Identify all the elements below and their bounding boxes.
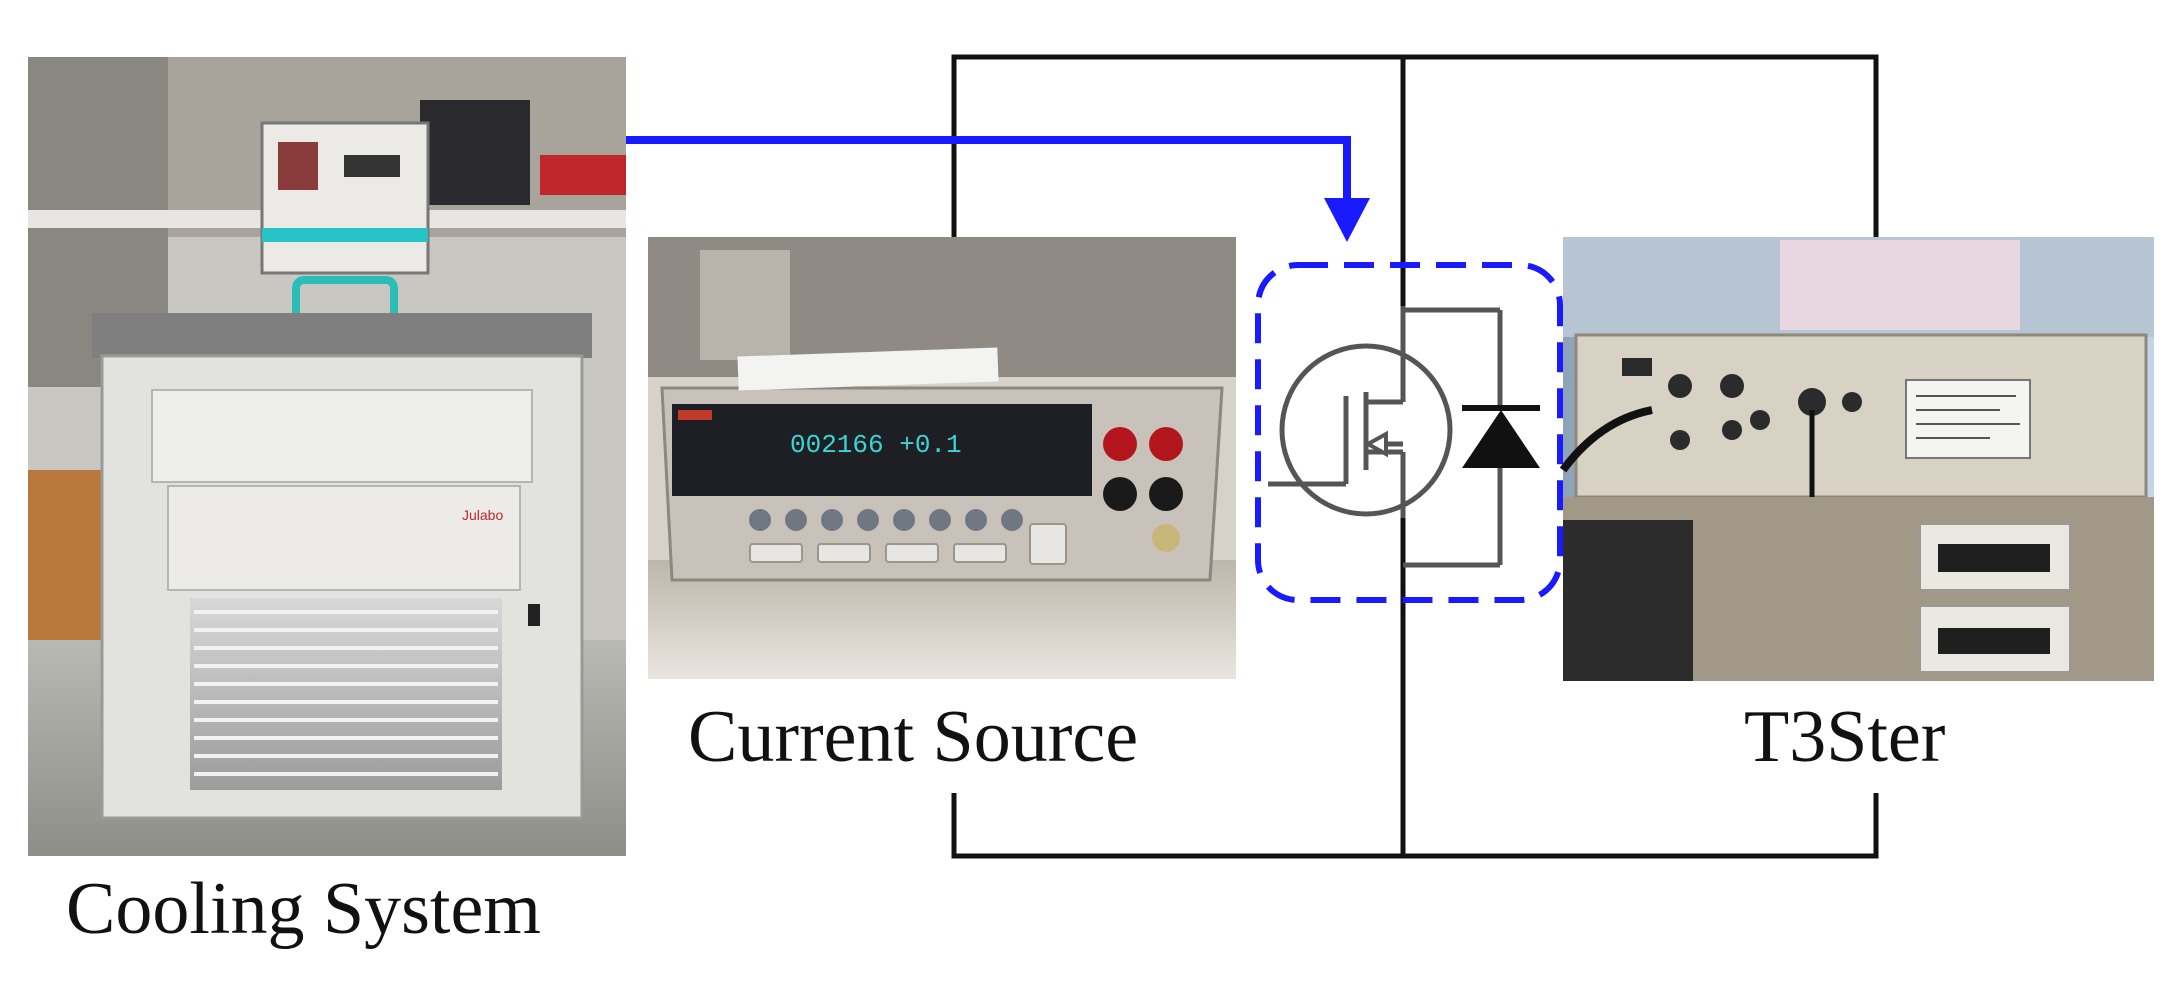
current-source-label: Current Source [688,696,1139,778]
t3ster-label: T3Ster [1744,696,1946,778]
svg-text:Julabo: Julabo [462,507,503,523]
circuit-wires [951,54,1879,859]
cooling-system-label: Cooling System [66,868,541,950]
t3ster-photo [1559,237,2154,681]
arrow-line [626,136,1351,202]
mosfet-icon [1268,306,1503,568]
diode-icon [1462,405,1540,468]
dut-box [1255,262,1563,603]
current-source-photo: 002166 +0.1 [648,237,1236,679]
svg-text:002166 +0.1: 002166 +0.1 [790,430,962,460]
bottom-wire [951,793,1879,859]
cooling-system-photo: Julabo [28,57,626,856]
arrow-head-icon [1324,198,1370,242]
top-wire [951,54,1879,237]
cooling-arrow [626,136,1370,242]
